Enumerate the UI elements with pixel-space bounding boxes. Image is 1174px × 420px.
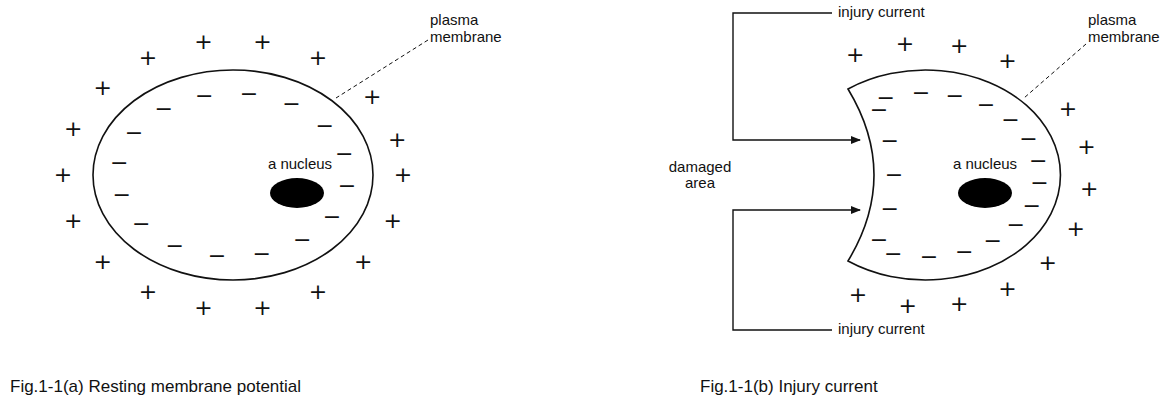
negative-charge: − (1030, 171, 1048, 195)
positive-charge: + (896, 32, 914, 56)
positive-charge: + (1067, 217, 1085, 241)
negative-charge: − (112, 183, 130, 207)
negative-charge: − (293, 228, 311, 252)
positive-charge: + (139, 46, 157, 70)
positive-charge: + (1059, 97, 1077, 121)
structure-label: a nucleus (953, 156, 1017, 173)
positive-charge: + (363, 85, 381, 109)
positive-charge: + (384, 209, 402, 233)
negative-charge: − (983, 229, 1001, 253)
negative-charge: − (881, 197, 899, 221)
figure-caption: Fig.1-1(a) Resting membrane potential (10, 378, 301, 397)
negative-charge: − (946, 84, 964, 108)
nucleus (958, 178, 1012, 208)
positive-charge: + (309, 46, 327, 70)
structure-label: a nucleus (268, 156, 332, 173)
positive-charge: + (354, 250, 372, 274)
damaged-membrane (848, 70, 1060, 280)
negative-charge: − (912, 81, 930, 105)
positive-charge: + (1077, 135, 1095, 159)
positive-charge: + (54, 163, 72, 187)
positive-charge: + (998, 49, 1016, 73)
positive-charge: + (194, 30, 212, 54)
positive-charge: + (388, 128, 406, 152)
negative-charge: − (335, 142, 353, 166)
negative-charge: − (338, 174, 356, 198)
positive-charge: + (194, 296, 212, 320)
negative-charge: − (125, 121, 143, 145)
negative-charge: − (1029, 149, 1047, 173)
negative-charge: − (870, 228, 888, 252)
positive-charge: + (1080, 177, 1098, 201)
negative-charge: − (955, 240, 973, 264)
positive-charge: + (139, 280, 157, 304)
negative-charge: − (1001, 108, 1019, 132)
negative-charge: − (881, 129, 899, 153)
positive-charge: + (253, 30, 271, 54)
region-label: damaged area (664, 159, 736, 192)
positive-charge: + (64, 117, 82, 141)
structure-label: plasma membrane (1088, 12, 1168, 45)
figure-caption: Fig.1-1(b) Injury current (700, 378, 878, 397)
nucleus (270, 178, 324, 208)
negative-charge: − (282, 92, 300, 116)
plasma-membrane (93, 70, 373, 280)
positive-charge: + (849, 283, 867, 307)
negative-charge: − (920, 245, 938, 269)
positive-charge: + (1038, 251, 1056, 275)
negative-charge: − (110, 151, 128, 175)
positive-charge: + (846, 43, 864, 67)
positive-charge: + (998, 277, 1016, 301)
positive-charge: + (94, 250, 112, 274)
injury-current-path (733, 13, 860, 140)
positive-charge: + (950, 292, 968, 316)
negative-charge: − (870, 98, 888, 122)
leader-line (1024, 44, 1086, 98)
positive-charge: + (253, 296, 271, 320)
positive-charge: + (950, 34, 968, 58)
injury-current-path (733, 210, 860, 330)
negative-charge: − (323, 205, 341, 229)
current-label: injury current (838, 321, 925, 338)
negative-charge: − (1022, 194, 1040, 218)
positive-charge: + (309, 280, 327, 304)
negative-charge: − (316, 114, 334, 138)
positive-charge: + (394, 163, 412, 187)
negative-charge: − (885, 163, 903, 187)
negative-charge: − (253, 242, 271, 266)
positive-charge: + (94, 76, 112, 100)
negative-charge: − (165, 234, 183, 258)
negative-charge: − (208, 244, 226, 268)
positive-charge: + (64, 209, 82, 233)
negative-charge: − (132, 212, 150, 236)
negative-charge: − (1019, 127, 1037, 151)
structure-label: plasma membrane (430, 12, 510, 45)
leader-line (336, 40, 428, 98)
negative-charge: − (195, 84, 213, 108)
negative-charge: − (155, 97, 173, 121)
positive-charge: + (899, 294, 917, 318)
negative-charge: − (240, 82, 258, 106)
current-label: injury current (838, 4, 925, 21)
negative-charge: − (1006, 213, 1024, 237)
negative-charge: − (977, 93, 995, 117)
